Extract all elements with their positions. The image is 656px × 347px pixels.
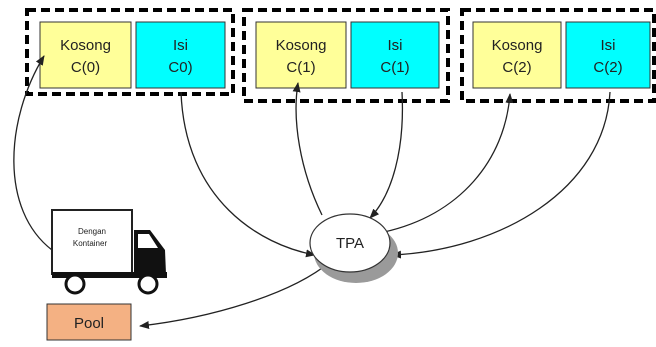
pool-label: Pool xyxy=(74,315,104,332)
truck-chassis xyxy=(52,272,167,278)
container-group-2: Kosong C(2) Isi C(2) xyxy=(460,8,656,103)
tpa-ellipse xyxy=(309,213,391,273)
arrow-tpa-to-pool xyxy=(139,261,331,329)
empty-box-0 xyxy=(39,21,132,89)
full-box-0-line1: Isi xyxy=(173,37,188,54)
empty-box-1 xyxy=(255,21,347,89)
container-group-1: Kosong C(1) Isi C(1) xyxy=(242,8,450,103)
flow-arrows xyxy=(13,55,611,329)
pool-box xyxy=(46,303,132,341)
truck-label-line1: Dengan xyxy=(78,227,106,236)
arrow-truck-to-empty-0 xyxy=(13,55,53,251)
empty-box-0-line2: C(0) xyxy=(71,59,100,76)
full-box-2-line1: Isi xyxy=(601,37,616,54)
full-box-1 xyxy=(350,21,440,89)
empty-box-0-line1: Kosong xyxy=(60,37,111,54)
tpa-label: TPA xyxy=(336,235,364,252)
full-box-2 xyxy=(565,21,651,89)
arrow-tpa-to-empty-1 xyxy=(292,82,323,216)
truck-container xyxy=(51,209,133,275)
full-box-0-line2: C0) xyxy=(168,59,192,76)
arrow-tpa-to-empty-2 xyxy=(383,93,514,233)
group-1-dashed-frame xyxy=(242,8,450,103)
empty-box-1-line1: Kosong xyxy=(276,37,327,54)
full-box-1-line2: C(1) xyxy=(380,59,409,76)
truck-wheel-front xyxy=(137,273,159,295)
empty-box-2-line1: Kosong xyxy=(492,37,543,54)
arrow-full-0-to-tpa xyxy=(180,91,316,258)
truck-window xyxy=(138,234,158,248)
full-box-1-line1: Isi xyxy=(388,37,403,54)
full-box-2-line2: C(2) xyxy=(593,59,622,76)
truck: Dengan Kontainer xyxy=(51,209,167,295)
pool-node: Pool xyxy=(46,303,132,341)
empty-box-2-line2: C(2) xyxy=(502,59,531,76)
truck-label-line2: Kontainer xyxy=(73,239,108,248)
empty-box-2 xyxy=(472,21,562,89)
arrow-full-2-to-tpa xyxy=(391,91,611,259)
full-box-0 xyxy=(135,21,226,89)
empty-box-1-line2: C(1) xyxy=(286,59,315,76)
arrow-full-1-to-tpa xyxy=(369,91,404,219)
group-2-dashed-frame xyxy=(460,8,656,103)
tpa-node: TPA xyxy=(309,213,398,283)
truck-wheel-rear xyxy=(64,273,86,295)
container-group-0: Kosong C(0) Isi C0) xyxy=(25,8,235,96)
group-0-dashed-frame xyxy=(25,8,235,96)
